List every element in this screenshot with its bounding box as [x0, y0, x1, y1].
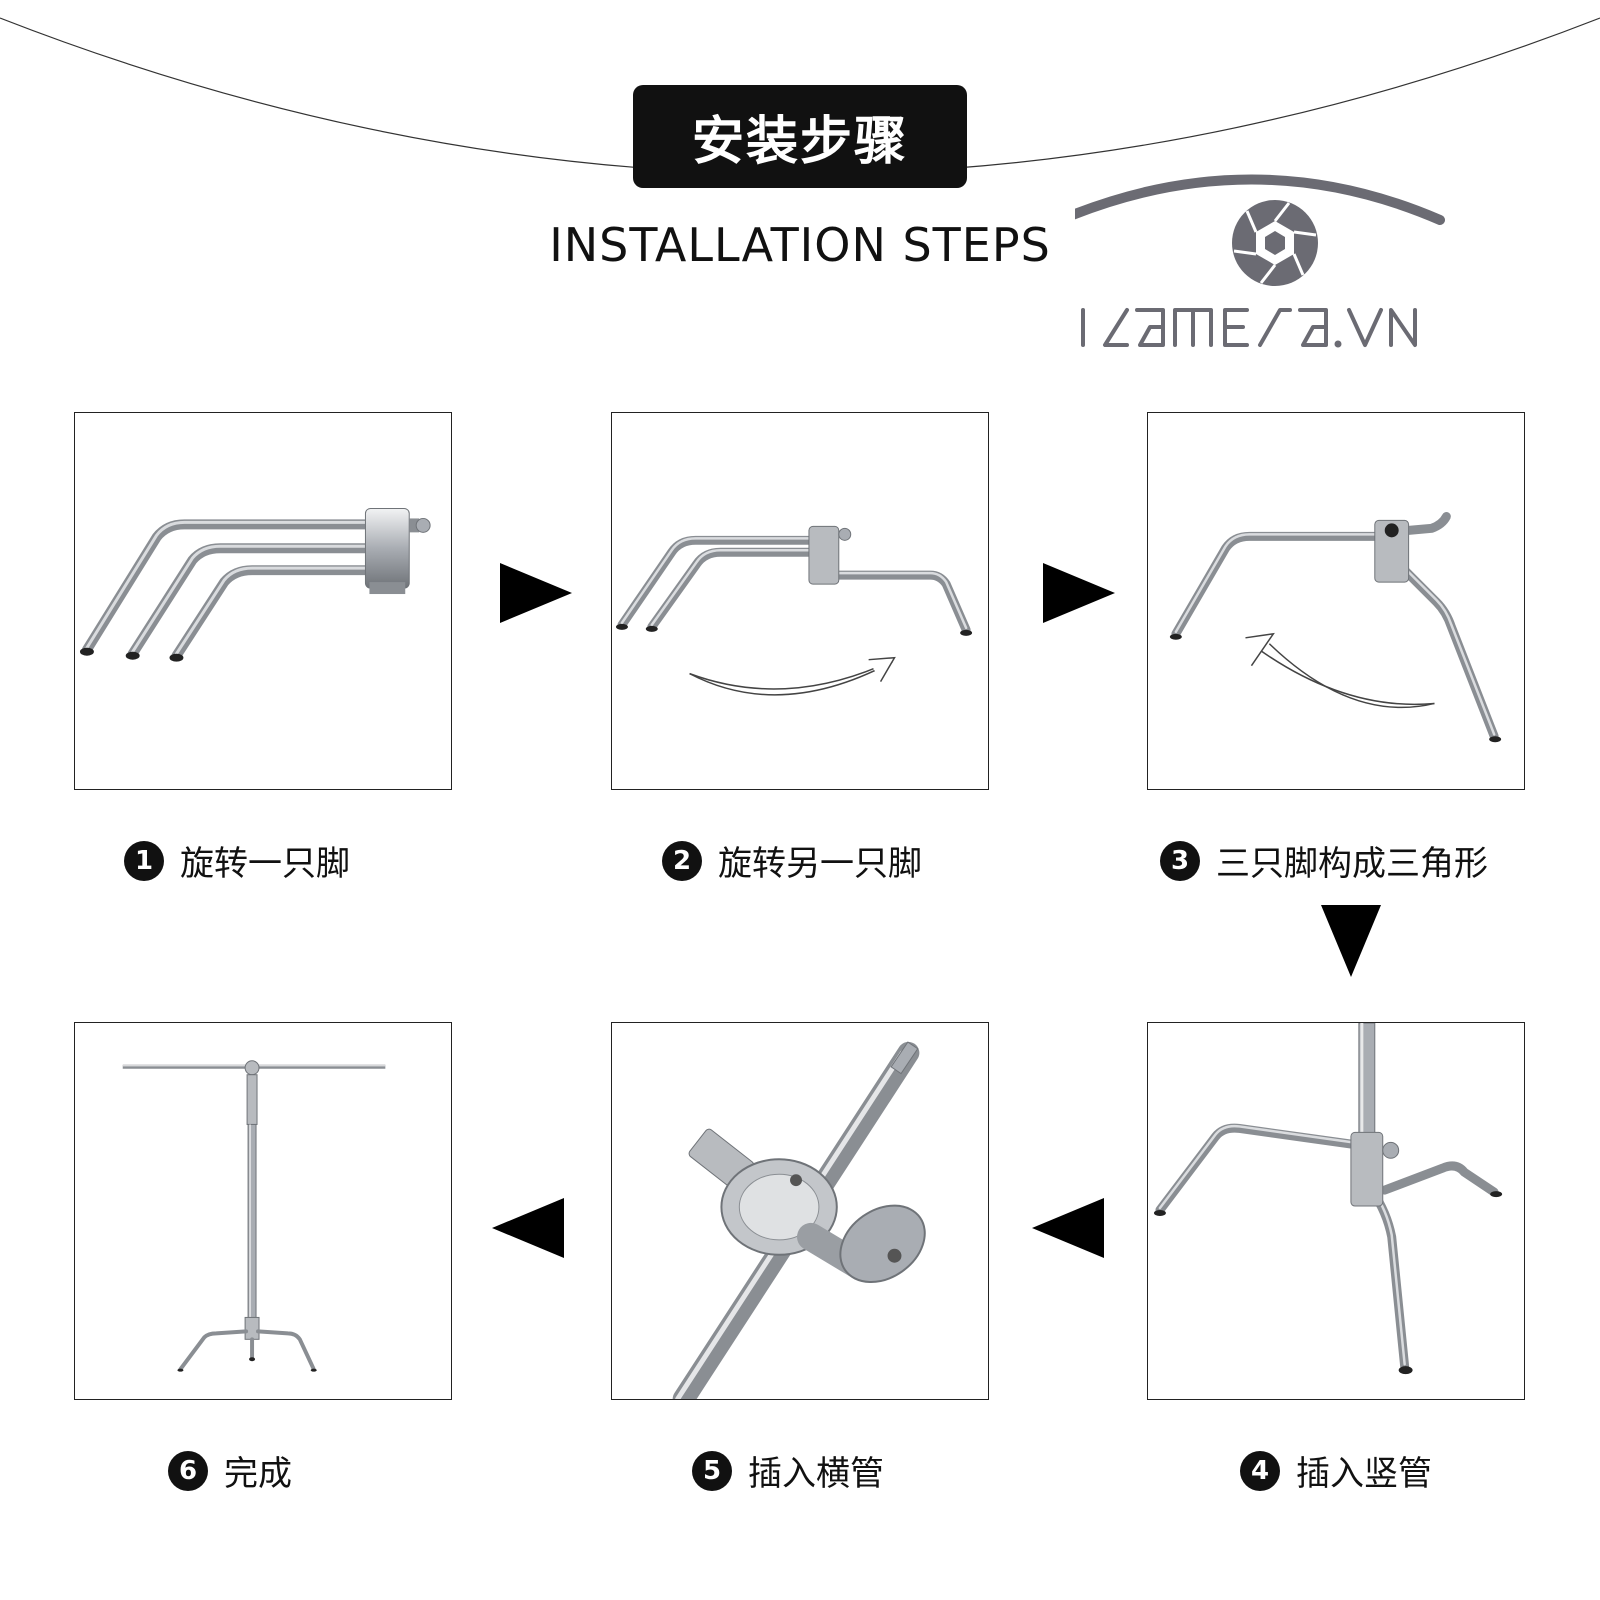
step-5-image [611, 1022, 989, 1400]
step-6-caption: 6 完成 [168, 1446, 292, 1495]
step-number-badge: 5 [692, 1450, 732, 1491]
step-number-badge: 2 [662, 840, 702, 881]
step-2-legs-illustration [615, 525, 973, 696]
step-6-complete-stand-illustration [122, 1060, 386, 1372]
arrow-left-icon [1032, 1198, 1104, 1258]
step-3-triangle-illustration [1169, 511, 1502, 743]
arrow-left-icon [492, 1198, 564, 1258]
step-number-badge: 1 [124, 840, 164, 881]
step-label: 旋转另一只脚 [718, 844, 922, 884]
step-3-image [1147, 412, 1525, 790]
arrow-down-icon [1321, 905, 1381, 977]
arrow-right-icon [500, 563, 572, 623]
step-2-image [611, 412, 989, 790]
page-subtitle: INSTALLATION STEPS [549, 218, 1051, 272]
step-4-vertical-pole-illustration [1153, 1023, 1503, 1375]
step-5-crossbar-illustration [672, 1041, 926, 1399]
step-number-badge: 3 [1160, 840, 1200, 881]
step-2-caption: 2 旋转另一只脚 [662, 836, 922, 885]
icamera-logo [1075, 174, 1445, 348]
step-1-legs-illustration [79, 507, 431, 662]
step-label: 插入横管 [748, 1454, 884, 1494]
shutter-icon [1232, 200, 1318, 286]
title-box: 安装步骤 [633, 85, 967, 188]
step-6-image [74, 1022, 452, 1400]
page-title: 安装步骤 [691, 112, 908, 172]
step-4-caption: 4 插入竖管 [1240, 1446, 1432, 1495]
step-1-caption: 1 旋转一只脚 [124, 836, 350, 885]
step-5-caption: 5 插入横管 [692, 1446, 884, 1495]
step-label: 三只脚构成三角形 [1216, 844, 1488, 884]
step-1-image [74, 412, 452, 790]
step-number-badge: 6 [168, 1450, 208, 1491]
step-label: 旋转一只脚 [180, 844, 350, 884]
step-number-badge: 4 [1240, 1450, 1280, 1491]
arrow-right-icon [1043, 563, 1115, 623]
step-4-image [1147, 1022, 1525, 1400]
step-3-caption: 3 三只脚构成三角形 [1160, 836, 1488, 885]
step-label: 插入竖管 [1296, 1454, 1432, 1494]
step-label: 完成 [224, 1454, 292, 1494]
